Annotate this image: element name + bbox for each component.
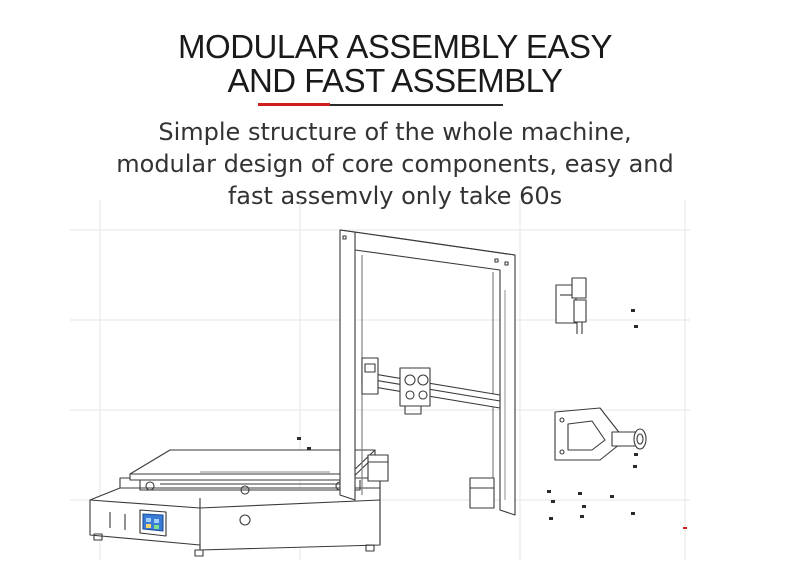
extruder-carriage (399, 367, 431, 415)
spool-holder (554, 407, 647, 461)
description-line-1: Simple structure of the whole machine, (158, 118, 632, 146)
red-marker (683, 527, 687, 529)
x-axis-rail (361, 357, 501, 409)
title-divider (258, 103, 503, 106)
build-plate (129, 449, 376, 526)
print-head-module (555, 277, 587, 334)
printer-illustration (70, 200, 690, 560)
divider-accent (258, 103, 330, 106)
page-title: MODULAR ASSEMBLY EASY AND FAST ASSEMBLY (0, 30, 790, 98)
description-line-2: modular design of core components, easy … (116, 150, 674, 178)
description-line-3: fast assemvly only take 60s (227, 182, 563, 210)
title-line-1: MODULAR ASSEMBLY EASY (178, 28, 612, 65)
gantry-frame (339, 229, 516, 516)
description: Simple structure of the whole machine, m… (0, 116, 790, 212)
title-line-2: AND FAST ASSEMBLY (227, 62, 563, 99)
loose-screws (297, 309, 638, 520)
touch-screen (139, 509, 167, 537)
z-motor (367, 454, 495, 509)
